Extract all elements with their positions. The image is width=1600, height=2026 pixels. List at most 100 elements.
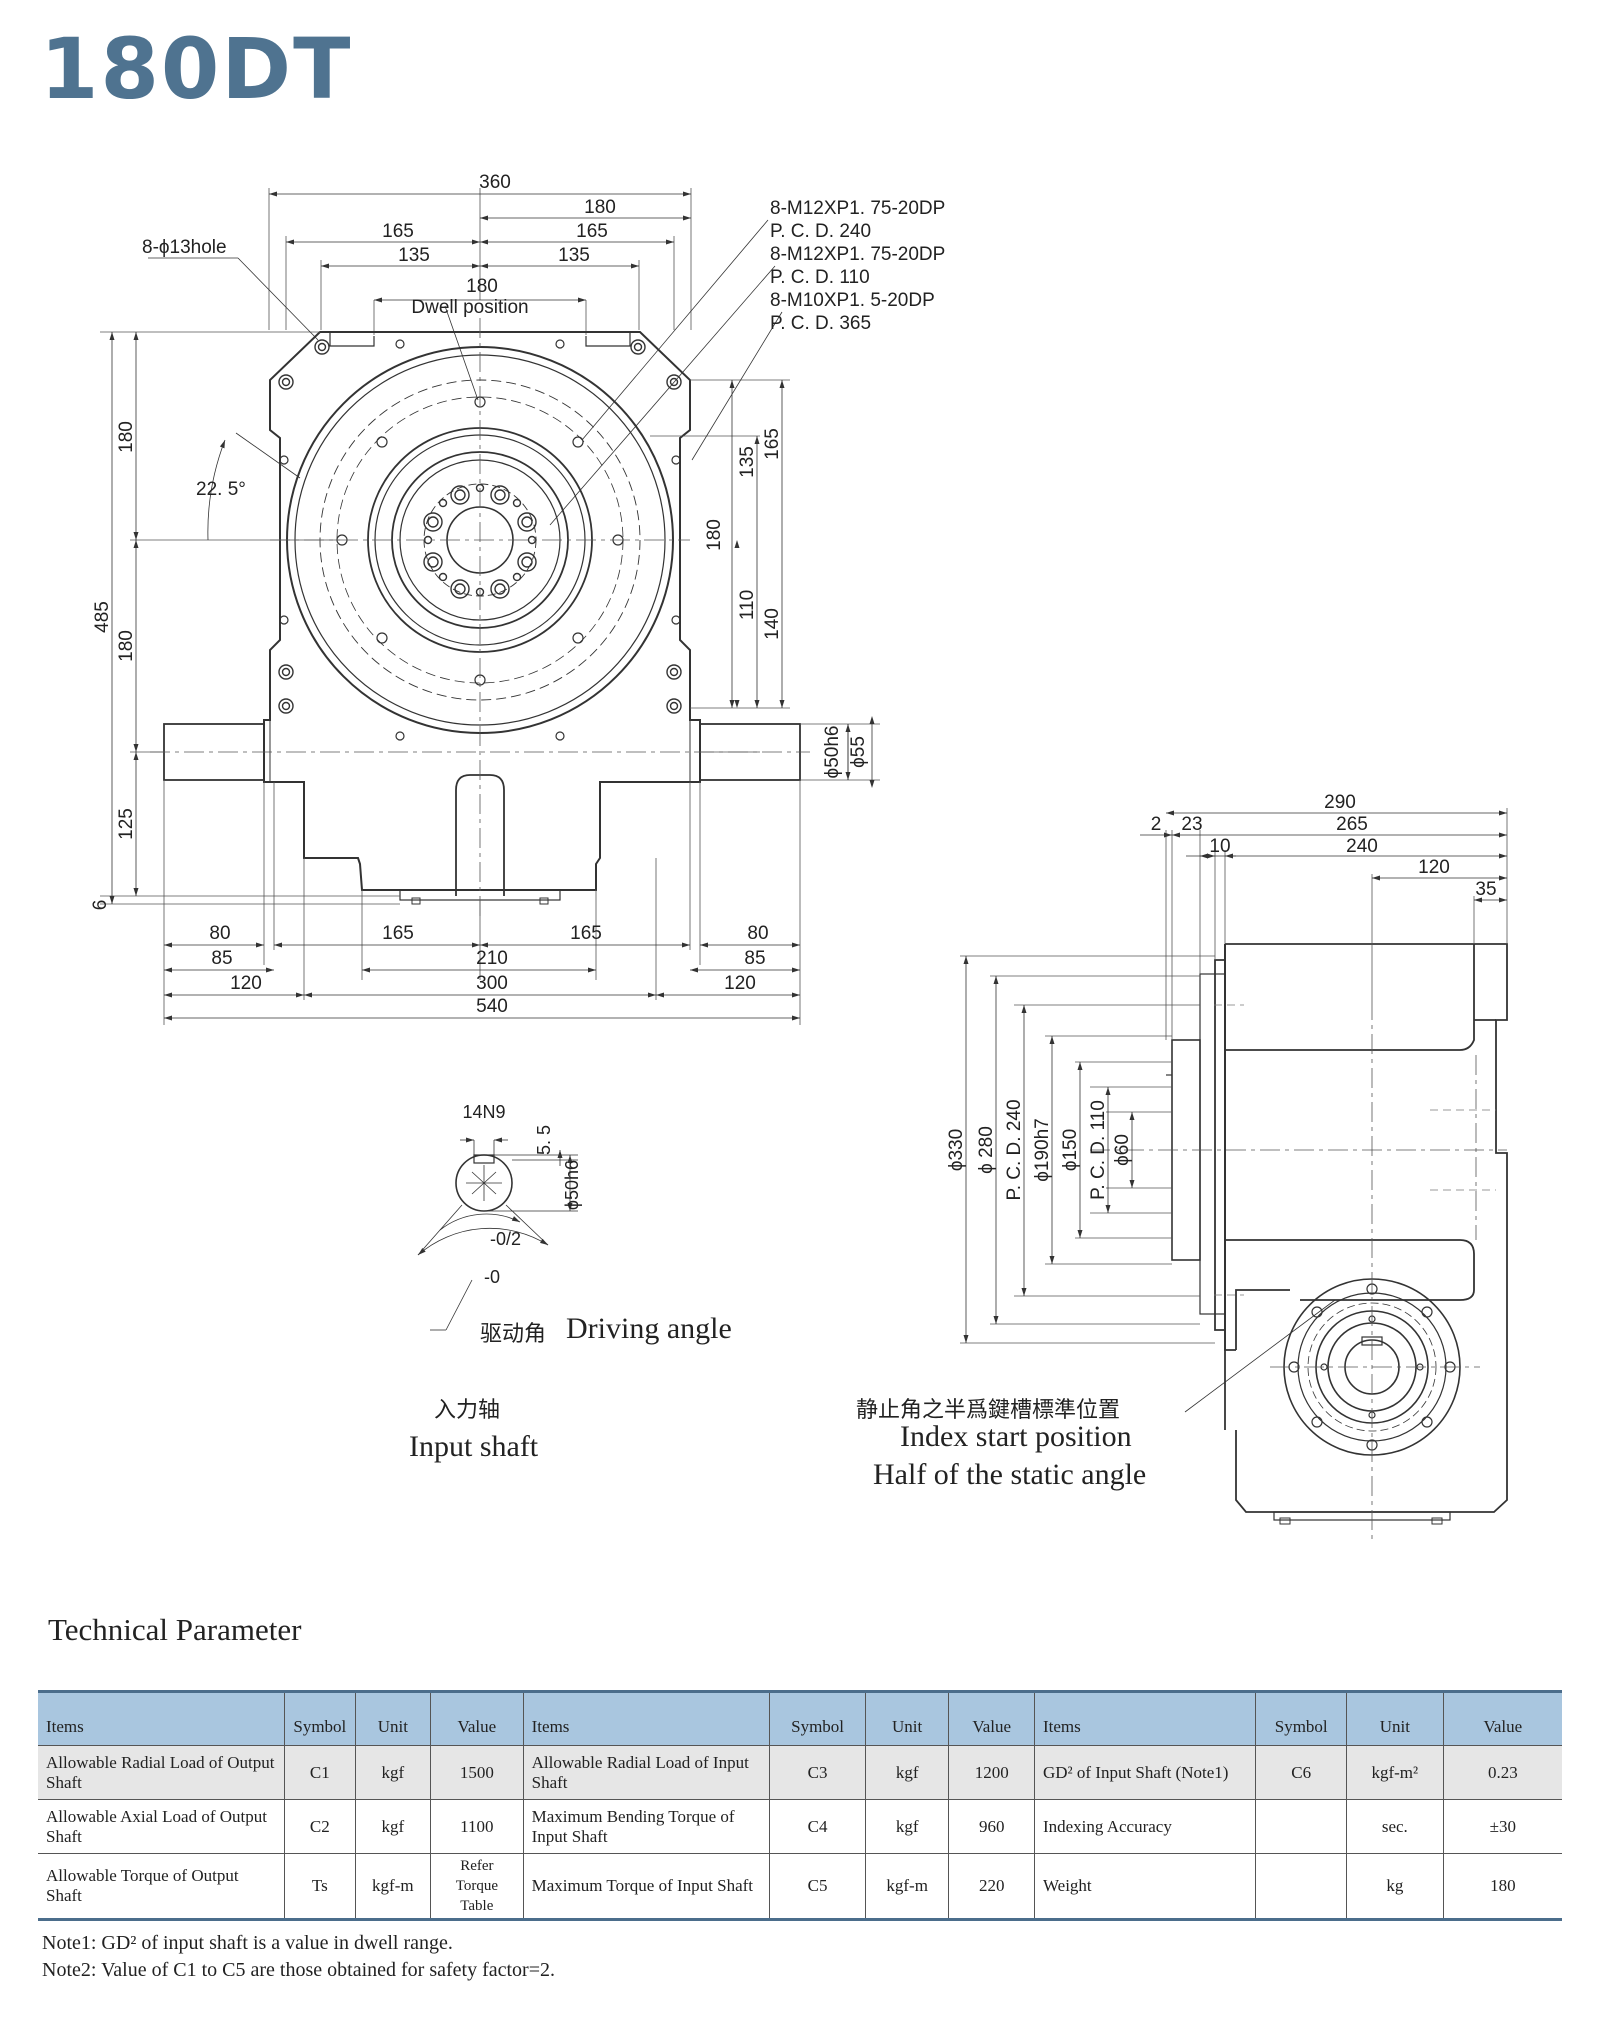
tolerance-1: -0/2 xyxy=(490,1229,521,1249)
cell-symbol: C1 xyxy=(284,1745,356,1800)
dim-side-290: 290 xyxy=(1324,792,1356,813)
dim-left-180a: 180 xyxy=(116,421,137,453)
dim-top-180a: 180 xyxy=(584,197,616,218)
dim-bot-120a: 120 xyxy=(230,973,262,994)
dim-top-360: 360 xyxy=(479,172,511,193)
dim-left-125: 125 xyxy=(116,808,137,840)
cell-item: Allowable Axial Load of Output Shaft xyxy=(38,1799,286,1854)
cell-unit: kgf xyxy=(355,1745,432,1800)
notes: Note1: GD² of input shaft is a value in … xyxy=(42,1930,555,1984)
dim-diam-150: ϕ150 xyxy=(1060,1129,1081,1171)
cell-symbol: C3 xyxy=(769,1745,866,1800)
technical-drawing: 360 180 165 165 135 135 180 Dwell positi… xyxy=(90,172,1508,1540)
dim-bot-120b: 120 xyxy=(724,973,756,994)
cell-unit: kgf xyxy=(865,1745,950,1800)
dim-side-10: 10 xyxy=(1209,836,1230,857)
cell-item: Allowable Radial Load of Input Shaft xyxy=(523,1745,771,1800)
cell-value: 1200 xyxy=(948,1745,1035,1800)
dim-bot-540: 540 xyxy=(476,996,508,1017)
callout-5: 8-M10XP1. 5-20DP xyxy=(770,290,935,311)
side-view xyxy=(960,808,1508,1540)
cell-symbol: Ts xyxy=(284,1853,356,1921)
dim-bot-165b: 165 xyxy=(570,923,602,944)
cell-symbol: C6 xyxy=(1255,1745,1347,1800)
key-label: 14N9 xyxy=(462,1102,505,1122)
header-value-1: Value xyxy=(430,1690,524,1746)
side-view-labels: 290 2 23 265 10 240 120 35 ϕ330 ϕ 280 P.… xyxy=(946,792,1497,1201)
input-shaft-cn: 入力轴 xyxy=(434,1398,501,1423)
header-items-2: Items xyxy=(523,1690,771,1746)
cell-unit: kgf xyxy=(865,1799,950,1854)
cell-item: GD² of Input Shaft (Note1) xyxy=(1034,1745,1257,1800)
cell-value: 1100 xyxy=(430,1799,524,1854)
input-shaft-detail xyxy=(417,1137,578,1331)
dim-right-165: 165 xyxy=(762,428,783,460)
dim-pcd-110: P. C. D. 110 xyxy=(1088,1100,1109,1200)
table-row: Allowable Torque of Output Shaft Ts kgf-… xyxy=(38,1853,1562,1921)
front-view-labels: 360 180 165 165 135 135 180 Dwell positi… xyxy=(90,172,945,1017)
header-symbol-2: Symbol xyxy=(769,1690,866,1746)
dim-input-shaft: ϕ50h6 xyxy=(562,1160,582,1210)
dim-bot-210: 210 xyxy=(476,948,508,969)
driving-angle-cn: 驱动角 xyxy=(480,1322,547,1347)
dim-5-5: 5. 5 xyxy=(534,1125,554,1155)
note-1: Note1: GD² of input shaft is a value in … xyxy=(42,1932,453,1954)
header-unit-1: Unit xyxy=(355,1690,432,1746)
input-shaft-labels: 14N9 5. 5 ϕ50h6 -0/2 -0 xyxy=(462,1102,582,1287)
dim-bot-165a: 165 xyxy=(382,923,414,944)
dim-left-180b: 180 xyxy=(116,630,137,662)
cell-symbol: C5 xyxy=(769,1853,866,1921)
table-header-row: Items Symbol Unit Value Items Symbol Uni… xyxy=(38,1690,1562,1746)
dim-side-120: 120 xyxy=(1418,857,1450,878)
note-2: Note2: Value of C1 to C5 are those obtai… xyxy=(42,1959,555,1981)
dim-right-110: 110 xyxy=(737,590,758,620)
dim-left-6: 6 xyxy=(90,900,111,911)
input-shaft-en: Input shaft xyxy=(409,1430,539,1463)
cell-value: 220 xyxy=(948,1853,1035,1921)
table-row: Allowable Radial Load of Output Shaft C1… xyxy=(38,1745,1562,1800)
cell-item: Maximum Torque of Input Shaft xyxy=(523,1853,771,1921)
dim-top-135b: 135 xyxy=(558,245,590,266)
cell-unit: kgf-m xyxy=(355,1853,432,1921)
hole-label: 8-ϕ13hole xyxy=(142,237,227,258)
dim-top-165b: 165 xyxy=(576,221,608,242)
dim-side-240: 240 xyxy=(1346,836,1378,857)
cell-unit: kgf-m xyxy=(865,1853,950,1921)
callout-4: P. C. D. 110 xyxy=(770,267,870,288)
dwell-position-label: Dwell position xyxy=(411,297,528,318)
dim-bot-85a: 85 xyxy=(211,948,232,969)
tolerance-2: -0 xyxy=(484,1267,500,1287)
header-value-2: Value xyxy=(948,1690,1035,1746)
technical-parameter-title: Technical Parameter xyxy=(48,1612,302,1647)
callout-3: 8-M12XP1. 75-20DP xyxy=(770,244,945,265)
dim-pcd-240: P. C. D. 240 xyxy=(1004,1099,1025,1200)
cell-item: Allowable Radial Load of Output Shaft xyxy=(38,1745,286,1800)
angle-label: 22. 5° xyxy=(196,479,246,500)
cell-value: 960 xyxy=(948,1799,1035,1854)
callout-2: P. C. D. 240 xyxy=(770,221,871,242)
header-unit-3: Unit xyxy=(1346,1690,1444,1746)
cell-unit: kgf xyxy=(355,1799,432,1854)
dim-bot-80b: 80 xyxy=(747,923,768,944)
callout-1: 8-M12XP1. 75-20DP xyxy=(770,198,945,219)
dim-side-35: 35 xyxy=(1475,879,1496,900)
callout-6: P. C. D. 365 xyxy=(770,313,871,334)
header-symbol-3: Symbol xyxy=(1255,1690,1347,1746)
cell-item: Maximum Bending Torque of Input Shaft xyxy=(523,1799,771,1854)
cell-unit: kg xyxy=(1346,1853,1444,1921)
dim-right-180: 180 xyxy=(704,519,725,551)
dim-top-180b: 180 xyxy=(466,276,498,297)
dim-diam-330: ϕ330 xyxy=(946,1129,967,1171)
technical-parameter-table: Items Symbol Unit Value Items Symbol Uni… xyxy=(38,1690,1562,1921)
cell-item: Indexing Accuracy xyxy=(1034,1799,1257,1854)
cell-value: 1500 xyxy=(430,1745,524,1800)
dim-diam-190h7: ϕ190h7 xyxy=(1032,1118,1053,1181)
cell-symbol: C2 xyxy=(284,1799,356,1854)
dim-bot-85b: 85 xyxy=(744,948,765,969)
cell-unit: kgf-m² xyxy=(1346,1745,1444,1800)
cell-symbol xyxy=(1255,1853,1347,1921)
cell-item: Weight xyxy=(1034,1853,1257,1921)
front-view xyxy=(100,188,880,1025)
driving-angle-en: Driving angle xyxy=(566,1312,732,1345)
dim-top-165a: 165 xyxy=(382,221,414,242)
